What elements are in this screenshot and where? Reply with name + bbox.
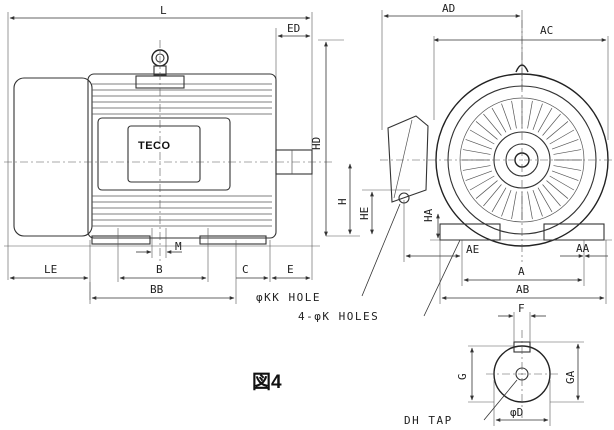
radial-fin (532, 189, 543, 217)
label-aa: AA (576, 242, 590, 255)
kk-hole-note: φKK HOLE (256, 291, 321, 304)
radial-fin (501, 103, 512, 131)
figure-label: 図4 (252, 371, 282, 393)
radial-fin (532, 103, 543, 131)
end-cover (13, 77, 93, 237)
radial-fin (553, 149, 582, 155)
label-l: L (160, 4, 167, 17)
label-h: H (336, 198, 349, 205)
label-ad: AD (442, 2, 455, 15)
label-bb: BB (150, 283, 164, 296)
label-he: HE (358, 207, 371, 220)
k-holes-note: 4-φK HOLES (298, 310, 379, 323)
label-m: M (175, 240, 182, 253)
radial-fin (549, 175, 575, 191)
radial-fin (546, 121, 569, 140)
radial-fin (469, 129, 495, 145)
label-g: G (456, 373, 469, 380)
label-hd: HD (310, 137, 323, 150)
foot-front-right (543, 223, 605, 241)
radial-fin (549, 129, 575, 145)
label-c: C (242, 263, 249, 276)
nameplate-panel (97, 117, 231, 191)
radial-fin (501, 189, 512, 217)
radial-fin (527, 191, 533, 220)
radial-fin (511, 100, 517, 129)
terminal-box-side (387, 115, 429, 203)
radial-fin (542, 113, 561, 136)
label-ab: AB (516, 283, 530, 296)
radial-fin (537, 107, 553, 133)
label-f: F (518, 302, 525, 315)
side-view: L ED TECO (4, 4, 410, 304)
foot-right (199, 235, 267, 245)
radial-fin (511, 191, 517, 220)
dh-tap-note: DH TAP (404, 414, 453, 427)
radial-fin (491, 107, 507, 133)
label-ed: ED (287, 22, 300, 35)
radial-fin (475, 180, 498, 199)
stator-frame (87, 73, 277, 239)
label-d: φD (510, 406, 523, 419)
radial-fin (469, 175, 495, 191)
foot-front-left (439, 223, 501, 241)
radial-fin (483, 113, 502, 136)
shaft-end-view: F G GA φD DH TAP (404, 302, 584, 427)
label-ga: GA (564, 370, 577, 384)
terminal-box (127, 125, 201, 183)
radial-fin (462, 165, 491, 171)
radial-fin (483, 184, 502, 207)
label-a: A (518, 265, 525, 278)
radial-fin (537, 187, 553, 213)
brand-label: TECO (138, 140, 171, 152)
radial-fin (546, 180, 569, 199)
radial-fin (475, 121, 498, 140)
radial-fin (551, 139, 579, 150)
label-ae: AE (466, 243, 479, 256)
label-ha: HA (422, 208, 435, 222)
hole-notes: φKK HOLE 4-φK HOLES (256, 192, 461, 323)
front-view: AD AC HA AE AA (380, 2, 612, 304)
label-b: B (156, 263, 163, 276)
radial-fin (553, 165, 582, 171)
radial-fin (465, 139, 493, 150)
kk-hole-marker (398, 192, 410, 204)
label-e: E (287, 263, 294, 276)
radial-fin (527, 100, 533, 129)
cooling-fins (92, 83, 272, 227)
radial-fin (491, 187, 507, 213)
radial-fin (542, 184, 561, 207)
label-ac: AC (540, 24, 553, 37)
radial-fin (465, 170, 493, 181)
radial-fin (551, 170, 579, 181)
foot-left (91, 235, 151, 245)
label-le: LE (44, 263, 57, 276)
radial-fin (462, 149, 491, 155)
